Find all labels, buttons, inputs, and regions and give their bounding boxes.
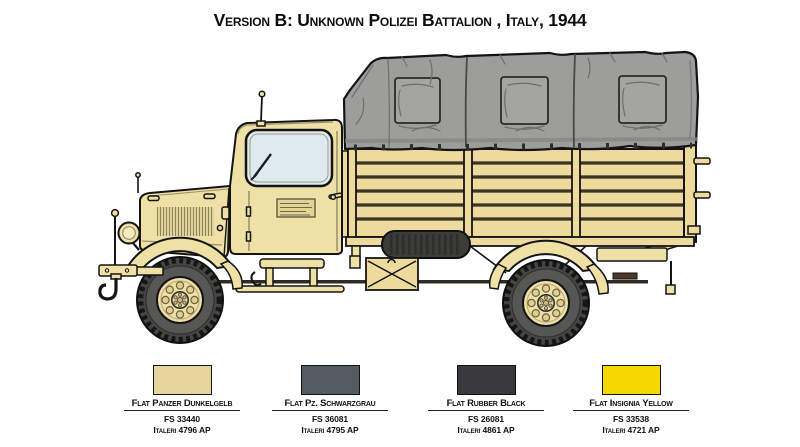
version-title: Version B: Unknown Polizei Battalion , I… <box>213 10 587 30</box>
tarp-flap <box>618 75 667 124</box>
swatch-paint-code: Italeri 4861 AP <box>457 425 515 435</box>
swatch-paint-code: Italeri 4796 AP <box>153 425 211 435</box>
toolbox <box>365 257 419 291</box>
headlight <box>117 221 141 251</box>
truck-illustration-area <box>98 50 711 360</box>
paint-swatch-pz-schwarzgrau: Flat Pz. Schwarzgrau FS 36081 Italeri 47… <box>245 362 415 435</box>
bed-slat-gaps <box>350 161 690 221</box>
swatch-fs-code: FS 26081 <box>467 414 505 424</box>
swatch-name: Flat Panzer Dunkelgelb <box>131 398 233 409</box>
swatch-paint-code: Italeri 4721 AP <box>602 425 660 435</box>
swatch-divider <box>272 410 388 411</box>
windshield-wiper <box>253 153 272 178</box>
truck-illustration <box>98 50 711 360</box>
swatch-color-box <box>300 365 360 395</box>
toolbox-handle <box>387 258 396 264</box>
canvas-tarp <box>342 50 700 152</box>
swatch-fs-code: FS 33538 <box>612 414 650 424</box>
swatch-color-box <box>456 365 516 395</box>
paint-swatch-rubber-black: Flat Rubber Black FS 26081 Italeri 4861 … <box>401 362 571 435</box>
side-step <box>235 255 361 293</box>
door-handle <box>328 192 343 201</box>
antenna <box>260 95 263 122</box>
swatch-paint-code: Italeri 4795 AP <box>301 425 359 435</box>
mud-flap <box>612 272 638 280</box>
tarp-flap <box>500 76 549 125</box>
hood-louvers <box>157 207 214 236</box>
tarp-seam <box>464 56 468 148</box>
door-plate <box>276 198 316 218</box>
swatch-name: Flat Insignia Yellow <box>589 398 673 409</box>
paint-legend: Flat Panzer Dunkelgelb FS 33440 Italeri … <box>0 362 800 447</box>
swatch-divider <box>124 410 240 411</box>
cargo-bed <box>340 143 711 274</box>
front-bumper <box>98 208 164 301</box>
cab-window <box>244 128 334 188</box>
swatch-name: Flat Pz. Schwarzgrau <box>284 398 376 409</box>
tow-hook <box>98 278 118 301</box>
tarp-tie-downs <box>353 142 693 151</box>
front-fender <box>126 236 243 290</box>
chassis-rail <box>212 280 648 284</box>
swatch-divider <box>428 410 544 411</box>
tarp-flap <box>394 77 441 124</box>
tarp-seam <box>572 53 576 149</box>
rear-wheel <box>503 260 589 346</box>
swatch-color-box <box>601 365 661 395</box>
swatch-fs-code: FS 36081 <box>311 414 349 424</box>
swatch-divider <box>573 410 689 411</box>
cab <box>229 90 343 255</box>
side-hook <box>250 271 262 287</box>
swatch-name: Flat Rubber Black <box>446 398 526 409</box>
rear-fender <box>488 239 609 295</box>
swatch-color-box <box>152 365 212 395</box>
paint-swatch-insignia-yellow: Flat Insignia Yellow FS 33538 Italeri 47… <box>546 362 716 435</box>
paint-swatch-panzer-dunkelgelb: Flat Panzer Dunkelgelb FS 33440 Italeri … <box>97 362 267 435</box>
swatch-fs-code: FS 33440 <box>163 414 201 424</box>
spare-tire <box>381 230 471 259</box>
